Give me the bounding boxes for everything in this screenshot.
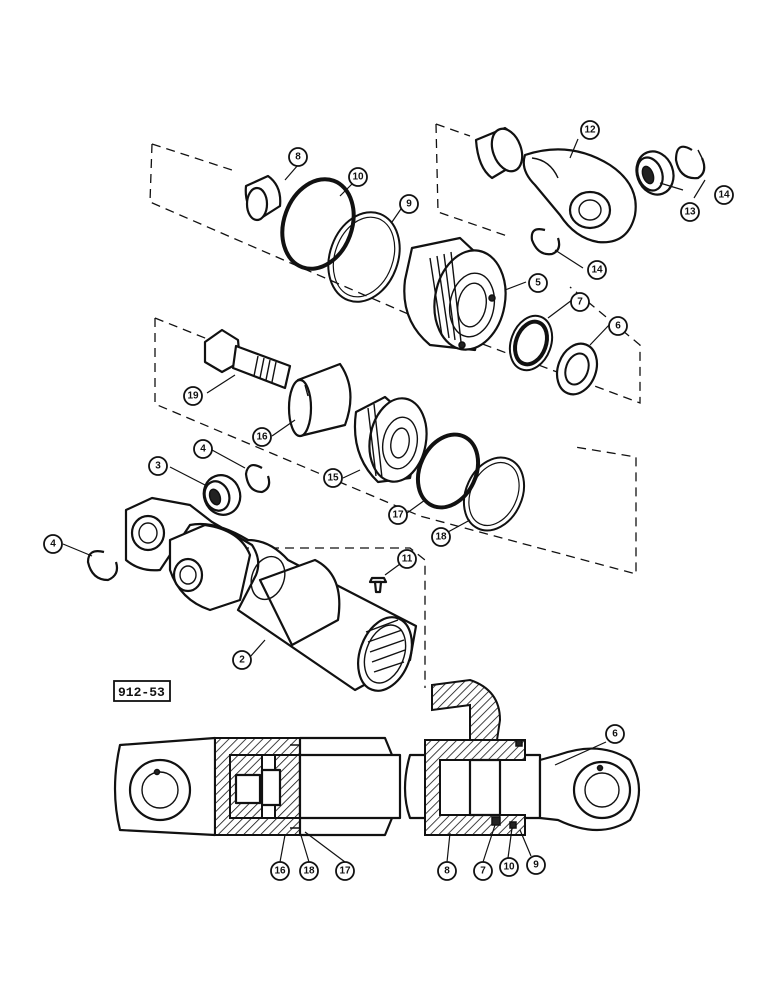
callout-12-label: 12 <box>584 125 596 136</box>
callout-9: 9 <box>399 194 419 214</box>
callout-10-section-label: 10 <box>503 862 515 873</box>
callout-9-label: 9 <box>406 199 412 210</box>
callout-8-section: 8 <box>437 861 457 881</box>
callout-13-label: 13 <box>684 207 696 218</box>
leader-lines <box>62 138 706 863</box>
callout-16-section: 16 <box>270 861 290 881</box>
bolt-part-19 <box>203 328 292 390</box>
callout-5-label: 5 <box>535 278 541 289</box>
wear-ring-part-16 <box>287 362 352 438</box>
callout-6: 6 <box>608 316 628 336</box>
cylinder-head-part-5 <box>403 236 507 352</box>
piston-part-15 <box>353 395 428 484</box>
rod-seal-part-6 <box>555 342 599 396</box>
callout-6-section: 6 <box>605 724 625 744</box>
backup-ring-part-18 <box>462 456 526 532</box>
callout-8-section-label: 8 <box>444 866 450 877</box>
rod-eye-part-12 <box>474 126 637 244</box>
spherical-bearing-part-13 <box>635 150 675 196</box>
callout-16: 16 <box>252 427 272 447</box>
snap-ring-part-4-lower <box>86 550 119 582</box>
callout-17: 17 <box>388 505 408 525</box>
callout-6-section-label: 6 <box>612 729 618 740</box>
callout-4-lower-label: 4 <box>50 539 56 550</box>
o-ring-part-10 <box>280 177 356 271</box>
backup-ring-part-9 <box>327 211 401 303</box>
bearing-part-3 <box>202 474 242 516</box>
callout-7-section: 7 <box>473 861 493 881</box>
callout-15-label: 15 <box>327 473 339 484</box>
callout-7: 7 <box>570 292 590 312</box>
callout-17-section-label: 17 <box>339 866 351 877</box>
callout-18-section-label: 18 <box>303 866 315 877</box>
snap-ring-part-14-upper <box>674 145 706 180</box>
callout-19: 19 <box>183 386 203 406</box>
callout-15: 15 <box>323 468 343 488</box>
callout-2: 2 <box>232 650 252 670</box>
callout-7-label: 7 <box>577 297 583 308</box>
callout-16-label: 16 <box>256 432 268 443</box>
callout-3-label: 3 <box>155 461 161 472</box>
callout-14-upper: 14 <box>714 185 734 205</box>
callout-8-label: 8 <box>295 152 301 163</box>
callout-17-label: 17 <box>392 510 404 521</box>
callout-5: 5 <box>528 273 548 293</box>
callout-13: 13 <box>680 202 700 222</box>
callout-11-label: 11 <box>402 554 413 565</box>
bushing-part-8 <box>244 174 282 222</box>
callout-10-section: 10 <box>499 857 519 877</box>
callout-4-upper: 4 <box>193 439 213 459</box>
callout-3: 3 <box>148 456 168 476</box>
callout-6-label: 6 <box>615 321 621 332</box>
snap-ring-part-4-upper <box>244 464 271 494</box>
wiper-seal-part-7 <box>508 314 554 372</box>
diagram-reference-label: 912-53 <box>113 680 171 702</box>
callout-14-lower: 14 <box>587 260 607 280</box>
callout-8: 8 <box>288 147 308 167</box>
snap-ring-part-14-lower <box>530 228 561 256</box>
callout-18: 18 <box>431 527 451 547</box>
callout-4-lower: 4 <box>43 534 63 554</box>
diagram-reference-text: 912-53 <box>118 685 165 700</box>
callout-7-section-label: 7 <box>480 866 486 877</box>
callout-19-label: 19 <box>187 391 199 402</box>
section-view-rod-end <box>403 678 640 836</box>
callout-9-section-label: 9 <box>533 860 539 871</box>
section-view-base-end <box>113 736 402 837</box>
cylinder-barrel-part-2 <box>124 496 418 692</box>
callout-17-section: 17 <box>335 861 355 881</box>
callout-10-label: 10 <box>352 172 364 183</box>
callout-14-lower-label: 14 <box>591 265 603 276</box>
callout-11: 11 <box>397 549 417 569</box>
callout-10: 10 <box>348 167 368 187</box>
upper-dashed-group-outline <box>149 123 641 404</box>
callout-12: 12 <box>580 120 600 140</box>
callout-14-upper-label: 14 <box>718 190 730 201</box>
callout-16-section-label: 16 <box>274 866 286 877</box>
callout-9-section: 9 <box>526 855 546 875</box>
callout-18-label: 18 <box>435 532 447 543</box>
callout-4-upper-label: 4 <box>200 444 206 455</box>
screw-part-11 <box>368 576 388 594</box>
callout-18-section: 18 <box>299 861 319 881</box>
callout-2-label: 2 <box>239 655 245 666</box>
